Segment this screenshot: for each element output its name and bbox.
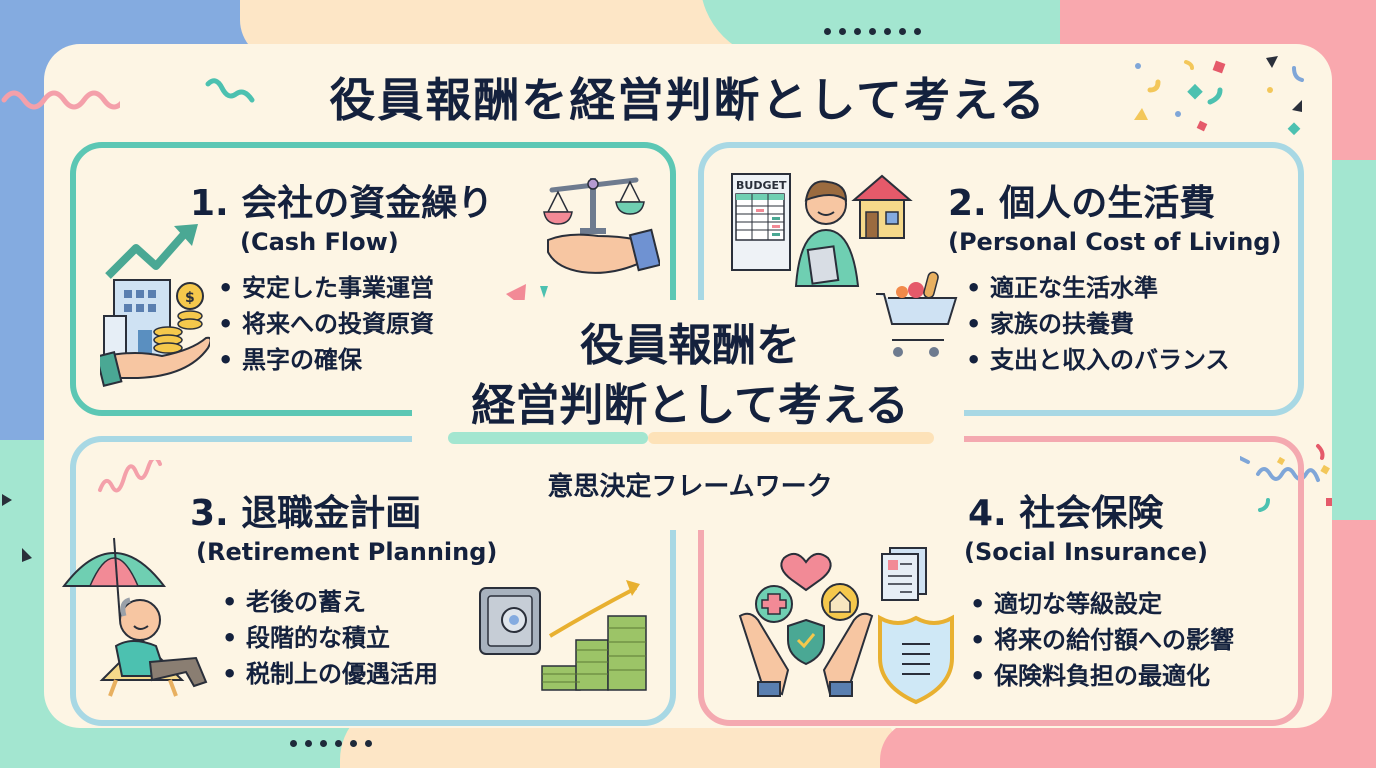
quadrant-social-insurance xyxy=(698,436,1304,726)
building-growth-icon: $ xyxy=(100,224,210,387)
center-title-line2: 経営判断として考える xyxy=(471,380,909,431)
quadrant-personal-cost xyxy=(698,142,1304,416)
list-item: 安定した事業運営 xyxy=(216,270,434,306)
quadrant-2-subheading: (Personal Cost of Living) xyxy=(948,228,1282,256)
budget-label: BUDGET xyxy=(736,179,787,192)
confetti-mid-icon xyxy=(1196,120,1208,132)
quadrant-3-heading: 3. 退職金計画 xyxy=(190,493,422,534)
quadrant-4-list: 適切な等級設定 将来の給付額への影響 保険料負担の最適化 xyxy=(968,586,1234,694)
decorative-dots-bottom xyxy=(290,740,372,747)
squiggle-pink-q3-icon xyxy=(98,460,162,493)
quadrant-cash-flow xyxy=(70,142,676,416)
quadrant-1-list: 安定した事業運営 将来への投資原資 黒字の確保 xyxy=(216,270,434,378)
social-insurance-icons xyxy=(738,547,954,705)
highlight-peach xyxy=(648,432,934,444)
center-title: 役員報酬を 経営判断として考える xyxy=(420,316,960,436)
quadrant-2-list: 適正な生活水準 家族の扶養費 支出と収入のバランス xyxy=(964,270,1230,378)
quadrant-1-heading: 1. 会社の資金繰り xyxy=(190,183,494,224)
list-item: 家族の扶養費 xyxy=(964,306,1230,342)
list-item: 適正な生活水準 xyxy=(964,270,1230,306)
list-item: 保険料負担の最適化 xyxy=(968,658,1234,694)
budget-person-house-icon: BUDGET xyxy=(731,173,958,357)
list-item: 税制上の優遇活用 xyxy=(220,656,438,692)
highlight-mint xyxy=(448,432,648,444)
list-item: 支出と収入のバランス xyxy=(964,342,1230,378)
quadrant-4-subheading: (Social Insurance) xyxy=(964,538,1208,566)
quadrant-2-heading: 2. 個人の生活費 xyxy=(948,183,1216,224)
safe-money-growth-icon xyxy=(479,580,647,691)
center-title-line1: 役員報酬を xyxy=(580,320,800,371)
balance-scale-hand-icon xyxy=(543,177,660,274)
confetti-left-icon xyxy=(2,494,32,562)
list-item: 段階的な積立 xyxy=(220,620,438,656)
quadrant-3-list: 老後の蓄え 段階的な積立 税制上の優遇活用 xyxy=(220,584,438,692)
page-title: 役員報酬を経営判断として考える xyxy=(329,73,1047,127)
list-item: 黒字の確保 xyxy=(216,342,434,378)
confetti-right-icon xyxy=(1266,56,1304,136)
list-item: 将来への投資原資 xyxy=(216,306,434,342)
squiggle-teal-icon xyxy=(205,78,255,103)
quadrant-3-subheading: (Retirement Planning) xyxy=(196,538,498,566)
confetti-icon xyxy=(1134,60,1226,120)
decorative-dots-top xyxy=(824,28,921,35)
center-subtitle: 意思決定フレームワーク xyxy=(547,472,833,502)
center-panel xyxy=(412,300,964,530)
svg-text:$: $ xyxy=(185,290,195,306)
background-blob-pink-bottom xyxy=(880,720,1300,768)
list-item: 将来の給付額への影響 xyxy=(968,622,1234,658)
list-item: 適切な等級設定 xyxy=(968,586,1234,622)
list-item: 老後の蓄え xyxy=(220,584,438,620)
retiree-umbrella-icon xyxy=(61,537,208,697)
squiggle-pink-icon xyxy=(1,90,120,110)
quadrant-4-heading: 4. 社会保険 xyxy=(968,493,1164,534)
quadrant-1-subheading: (Cash Flow) xyxy=(240,228,399,256)
